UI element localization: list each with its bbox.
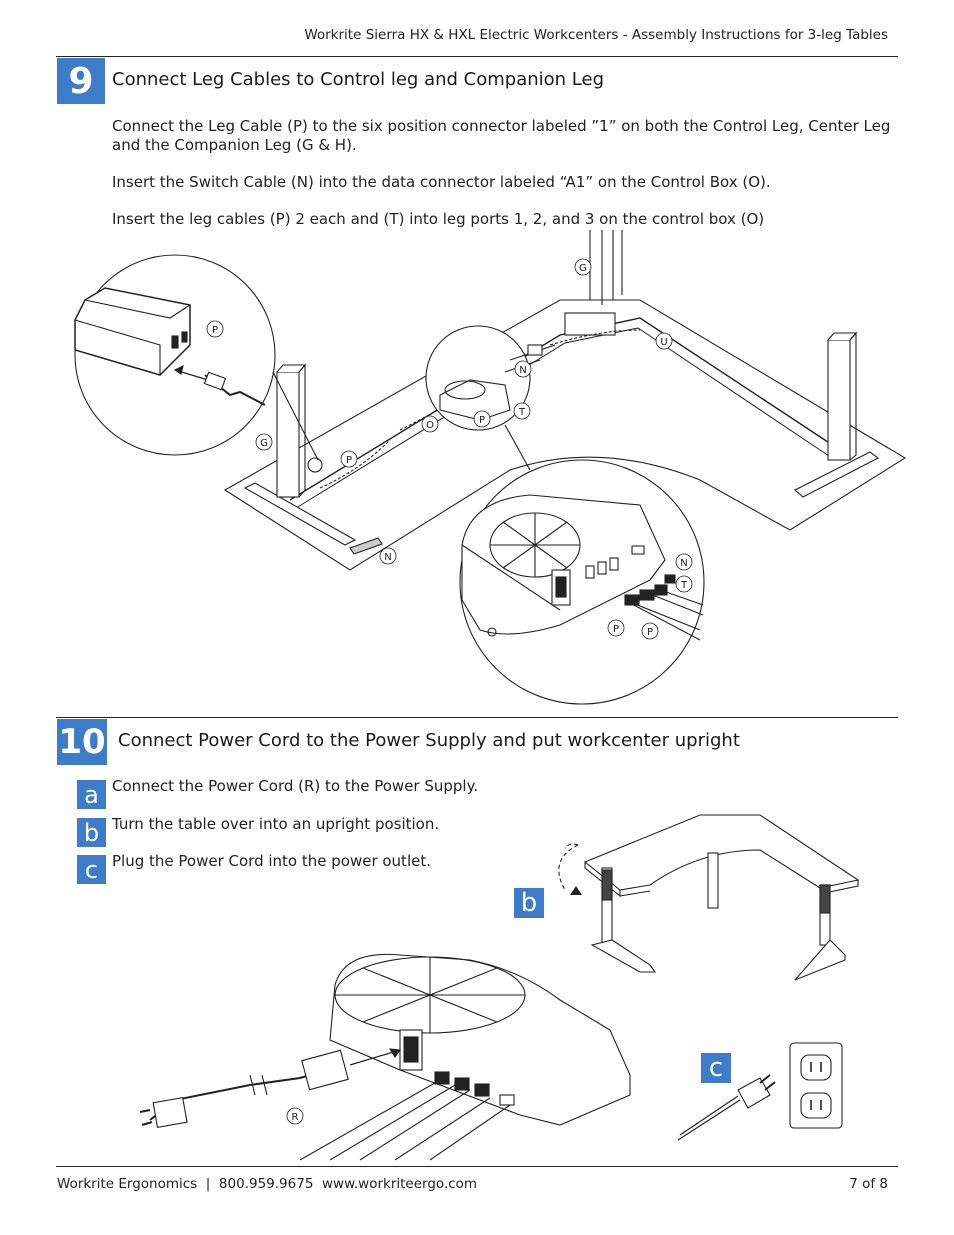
step-9-number: 9 <box>68 60 94 102</box>
label-p-zoom: P <box>212 325 218 336</box>
substep-b-badge: b <box>77 818 106 847</box>
step-10-badge: 10 <box>57 719 107 765</box>
substep-b-text: Turn the table over into an upright posi… <box>112 815 440 833</box>
callout-b-letter: b <box>520 888 538 918</box>
step-9-paragraph-1: Connect the Leg Cable (P) to the six pos… <box>112 117 891 154</box>
substep-a-letter: a <box>84 780 99 809</box>
page-number: 7 of 8 <box>849 1176 888 1192</box>
footer-contact: Workrite Ergonomics | 800.959.9675 www.w… <box>57 1176 478 1192</box>
callout-b: b <box>514 888 544 918</box>
substep-a-text: Connect the Power Cord (R) to the Power … <box>112 777 479 795</box>
label-p-detail-1: P <box>613 624 619 635</box>
footer-rule <box>56 1166 898 1167</box>
substep-c-text: Plug the Power Cord into the power outle… <box>112 852 431 870</box>
callout-c: c <box>701 1053 731 1083</box>
label-o: O <box>426 420 434 431</box>
label-g-left: G <box>260 438 268 449</box>
step-9-paragraph-2: Insert the Switch Cable (N) into the dat… <box>112 173 771 191</box>
label-p-mid: P <box>479 415 485 426</box>
label-p-detail-2: P <box>647 627 653 638</box>
label-t-detail: T <box>680 580 688 591</box>
step-9-badge: 9 <box>57 58 105 104</box>
step-10-title: Connect Power Cord to the Power Supply a… <box>118 730 740 751</box>
substep-a-badge: a <box>77 780 106 809</box>
substep-c-badge: c <box>77 855 106 884</box>
step-9-title: Connect Leg Cables to Control leg and Co… <box>112 69 605 90</box>
label-p-left: P <box>346 455 352 466</box>
step-10-rule <box>56 717 898 718</box>
document-header: Workrite Sierra HX & HXL Electric Workce… <box>304 27 888 43</box>
substep-c-letter: c <box>84 855 99 884</box>
label-r: R <box>292 1112 299 1123</box>
step-9-illustration: G U P N P T O G P N N T P P <box>74 230 907 705</box>
step-10-illustration: R <box>139 814 860 1161</box>
label-n-mid: N <box>519 365 526 376</box>
label-n-detail: N <box>680 558 687 569</box>
header-rule <box>56 56 898 57</box>
callout-c-letter: c <box>708 1053 724 1083</box>
label-t-mid: T <box>518 407 526 418</box>
label-u: U <box>660 337 667 348</box>
step-10-number: 10 <box>58 722 106 762</box>
label-n-bottom: N <box>384 552 391 563</box>
label-g-top: G <box>579 263 587 274</box>
substep-b-letter: b <box>83 818 100 847</box>
step-9-paragraph-3: Insert the leg cables (P) 2 each and (T)… <box>112 210 765 228</box>
